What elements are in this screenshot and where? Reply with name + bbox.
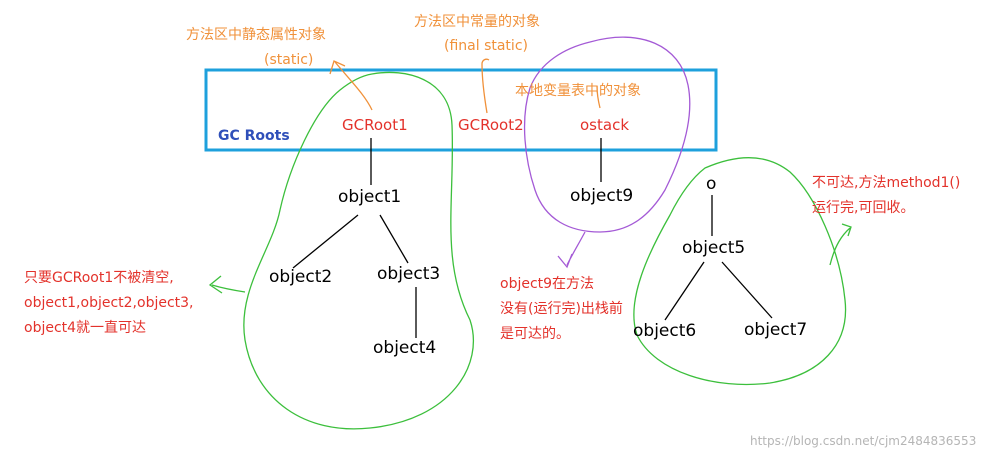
stack-region-outline bbox=[523, 36, 691, 233]
local-var-annotation-arrow bbox=[596, 85, 601, 109]
edge-object5-object6 bbox=[664, 261, 705, 321]
node-object3: object3 bbox=[377, 264, 441, 284]
gc-roots-box bbox=[204, 68, 718, 152]
edge-object1-object2 bbox=[292, 214, 359, 269]
local-var-annotation: 本地变量表中的对象 bbox=[515, 83, 641, 99]
node-object9: object9 bbox=[570, 186, 634, 206]
unreachable-note-arrow bbox=[829, 223, 852, 266]
gc-roots-title: GC Roots bbox=[218, 128, 290, 144]
reachable-note-arrow bbox=[208, 275, 246, 294]
ostack-label: ostack bbox=[580, 116, 629, 134]
stack-note-arrow bbox=[557, 231, 586, 269]
node-object6: object6 bbox=[633, 321, 697, 341]
reachable-note-line1: 只要GCRoot1不被清空, bbox=[24, 270, 174, 286]
unreachable-note-line2: 运行完,可回收。 bbox=[812, 200, 915, 216]
reachable-region-outline bbox=[243, 71, 475, 430]
node-object7: object7 bbox=[744, 320, 808, 340]
edge-object5-object7 bbox=[721, 261, 773, 319]
static-field-annotation-line2: (static) bbox=[264, 52, 314, 68]
object9-note-line1: object9在方法 bbox=[500, 276, 595, 292]
unreachable-note-line1: 不可达,方法method1() bbox=[812, 175, 961, 191]
watermark: https://blog.csdn.net/cjm2484836553 bbox=[750, 434, 977, 448]
gcroot1-label: GCRoot1 bbox=[342, 116, 408, 134]
reachable-note-line2: object1,object2,object3, bbox=[24, 295, 194, 311]
edge-object1-object3 bbox=[379, 214, 409, 264]
constant-annotation-arrow bbox=[481, 58, 490, 114]
constant-annotation-line1: 方法区中常量的对象 bbox=[414, 14, 540, 30]
reachable-note-line3: object4就一直可达 bbox=[24, 320, 147, 336]
node-object4: object4 bbox=[373, 338, 437, 358]
static-annotation-arrow bbox=[329, 60, 373, 111]
object9-note-line3: 是可达的。 bbox=[500, 326, 570, 342]
static-field-annotation-line1: 方法区中静态属性对象 bbox=[186, 27, 326, 43]
node-o: o bbox=[706, 174, 717, 194]
gcroot2-label: GCRoot2 bbox=[458, 116, 524, 134]
unreachable-region-outline bbox=[633, 156, 847, 386]
node-object5: object5 bbox=[682, 238, 746, 258]
node-object2: object2 bbox=[269, 267, 333, 287]
object9-note-line2: 没有(运行完)出栈前 bbox=[500, 301, 623, 317]
node-object1: object1 bbox=[338, 187, 402, 207]
constant-annotation-line2: (final static) bbox=[444, 38, 528, 54]
